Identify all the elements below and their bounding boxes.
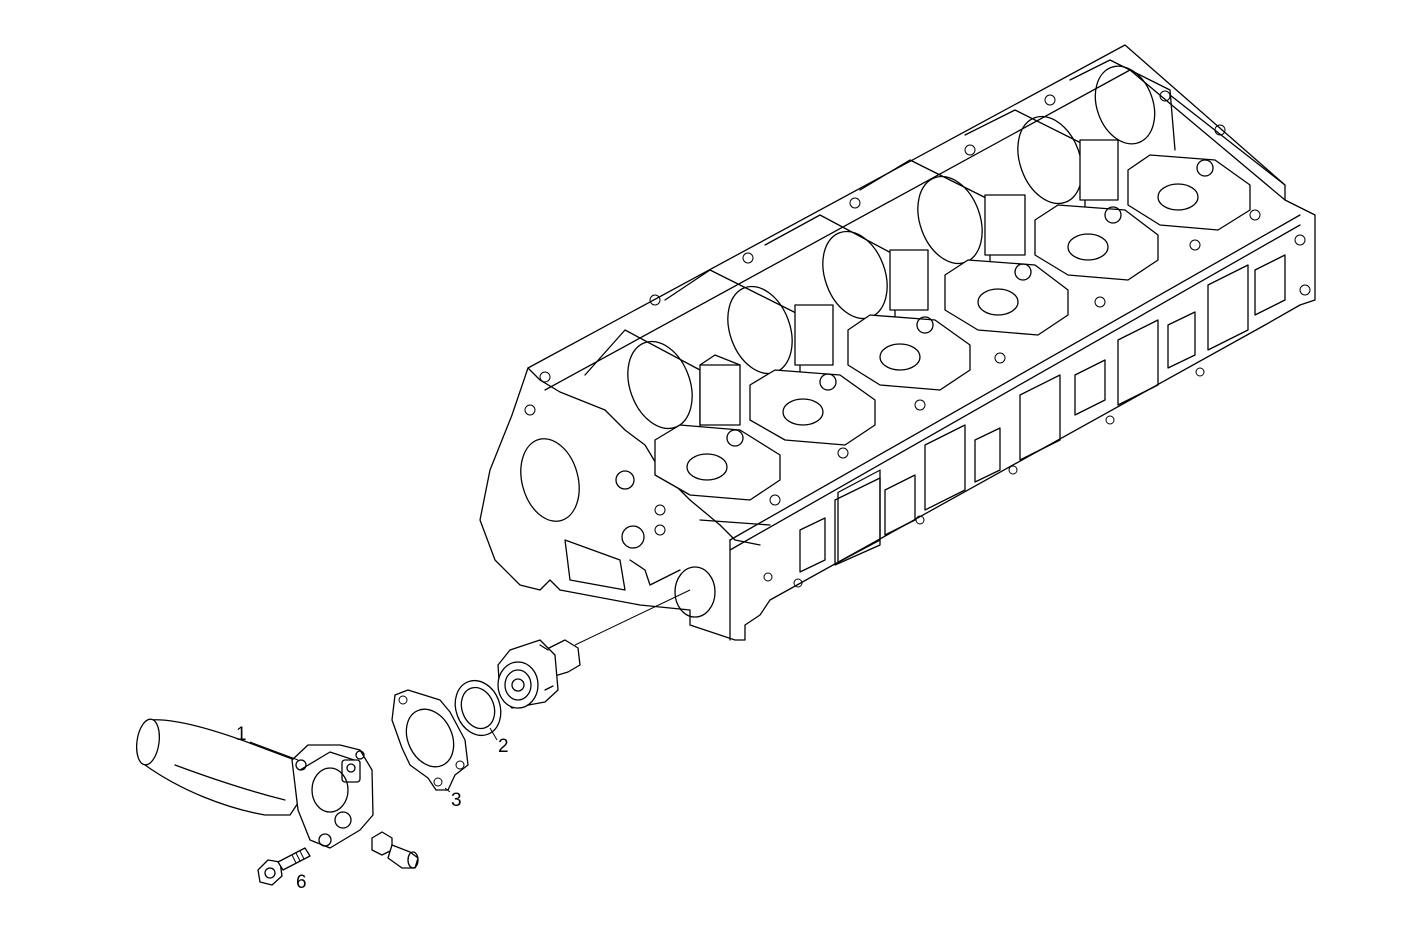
cam-bay-5 <box>964 109 1119 211</box>
valve-boss-5 <box>1034 204 1159 281</box>
callout-6: 6 <box>296 872 307 893</box>
cam-bay-3 <box>764 214 929 321</box>
cam-bay-4 <box>859 159 1026 266</box>
temperature-sensor <box>371 831 419 869</box>
valve-boss-2 <box>749 369 876 446</box>
valve-boss-6 <box>1127 154 1251 231</box>
callout-label-3: 3 <box>451 790 462 811</box>
cam-bay-1 <box>584 329 741 431</box>
thermostat <box>497 639 581 709</box>
side-ports <box>799 254 1286 573</box>
assembly-axis-line <box>574 589 691 646</box>
cylinder-head <box>479 44 1316 641</box>
valve-boss-3 <box>847 314 971 391</box>
callout-label-2: 2 <box>498 736 509 757</box>
valve-boss-1 <box>654 424 781 501</box>
cam-bay-2 <box>664 269 834 381</box>
callout-1: 1 <box>236 724 299 761</box>
bolt-holes <box>524 90 1311 588</box>
callout-label-1: 1 <box>236 724 247 745</box>
callout-2: 2 <box>489 727 509 757</box>
gasket <box>391 689 469 791</box>
screw <box>257 847 311 886</box>
callout-label-6: 6 <box>296 872 307 893</box>
callout-3: 3 <box>444 787 462 811</box>
seal-ring <box>454 679 502 737</box>
cam-bay-6 <box>1069 59 1286 186</box>
valve-boss-4 <box>944 259 1069 336</box>
water-outlet-housing <box>135 718 374 849</box>
front-face <box>520 438 716 618</box>
